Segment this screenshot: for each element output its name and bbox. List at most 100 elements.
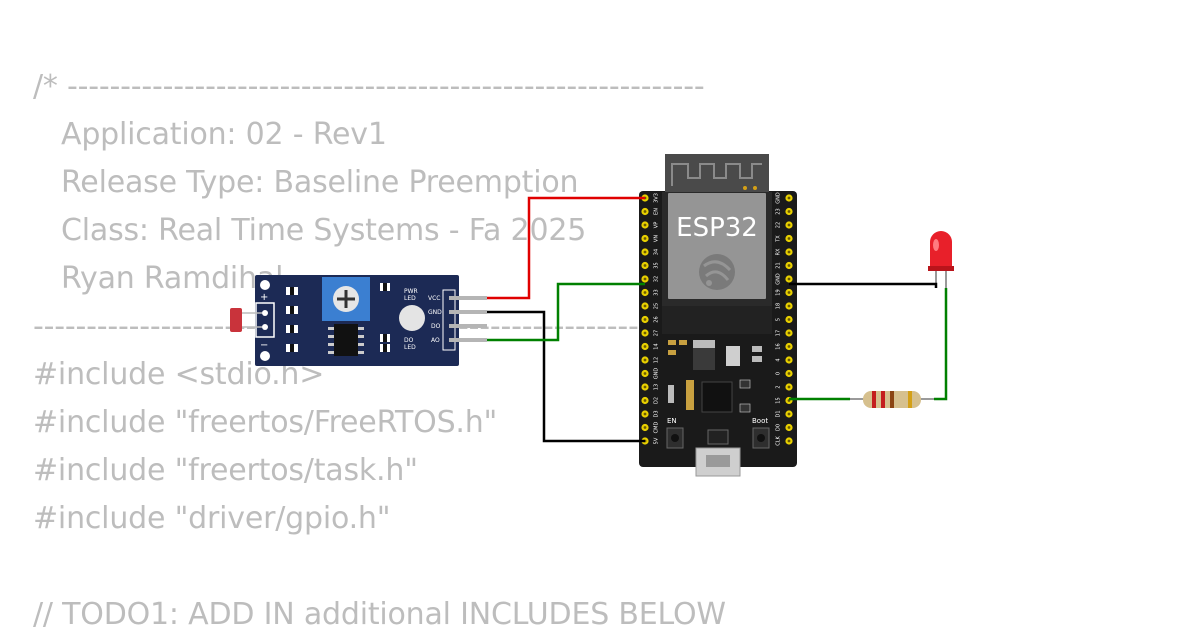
right-pin-label: 17 [776, 330, 782, 336]
code-line: #include "freertos/FreeRTOS.h" [33, 405, 498, 440]
code-line: Ryan Ramdihal [33, 261, 284, 296]
right-pin-label: GND [776, 273, 782, 285]
code-line: #include "driver/gpio.h" [33, 501, 391, 536]
sensor-pins[interactable] [449, 296, 487, 342]
right-pin-hole [787, 210, 791, 213]
left-pin-label: 14 [654, 343, 660, 349]
left-pin-label: VN [654, 235, 660, 242]
left-pin-label: GND [654, 368, 660, 380]
right-pin-label: GND [776, 192, 782, 204]
left-pin-hole [643, 223, 647, 227]
esp32-board[interactable]: ESP32 EN Boot [639, 154, 797, 477]
left-pin-hole [643, 372, 647, 375]
left-pin-label: 32 [654, 276, 660, 282]
antenna [665, 154, 769, 192]
wire-gnd-sensor [487, 310, 645, 443]
code-line: Class: Real Time Systems - Fa 2025 [33, 213, 587, 248]
right-pin-hole [787, 304, 791, 308]
left-pin-label: D2 [654, 397, 660, 404]
pwr-led-label: PWR [404, 288, 418, 295]
left-pin-hole [643, 399, 647, 402]
mounting-hole [260, 351, 270, 361]
left-pin-label: 27 [654, 330, 660, 336]
right-pin-label: 21 [776, 262, 782, 268]
right-pin-hole [787, 439, 791, 443]
micro-usb-port[interactable] [695, 429, 741, 477]
left-pin-header[interactable]: 3V3ENVPVN343532332526271412GND13D2D3CMD5… [641, 193, 660, 445]
left-pin-hole [643, 304, 647, 308]
left-pin-hole [643, 426, 647, 429]
right-pin-label: RX [776, 248, 782, 255]
pwr-led-label: LED [404, 295, 416, 302]
left-pin-hole [643, 291, 647, 294]
left-pin-hole [643, 385, 647, 389]
right-pin-label: 5 [776, 318, 782, 321]
left-pin-hole [643, 250, 647, 254]
left-pin-hole [643, 345, 647, 348]
right-pin-label: CLK [776, 436, 782, 446]
right-pin-hole [787, 250, 791, 254]
en-button-label: EN [667, 417, 677, 425]
left-pin-label: VP [654, 222, 660, 228]
pin-label-ao: AO [431, 337, 440, 344]
code-line: Application: 02 - Rev1 [33, 117, 387, 152]
code-line: #include "freertos/task.h" [33, 453, 418, 488]
wire-ao [487, 282, 645, 342]
code-line: /* -------------------------------------… [33, 69, 705, 104]
left-pin-hole [643, 412, 647, 416]
potentiometer[interactable] [322, 277, 370, 321]
right-pin-hole [787, 264, 791, 267]
right-pin-hole [787, 412, 791, 416]
light-sensor-module[interactable]: + − PWR LED DO LE [230, 275, 487, 366]
right-pin-label: 23 [776, 208, 782, 214]
right-pin-label: 0 [776, 372, 782, 375]
right-pin-hole [787, 291, 791, 294]
left-pin-hole [643, 264, 647, 267]
right-pin-label: 4 [776, 358, 782, 361]
right-pin-label: D0 [776, 424, 782, 431]
wire-vcc [487, 196, 645, 300]
wires [487, 196, 948, 443]
right-pin-label: 22 [776, 222, 782, 228]
module-led [399, 305, 425, 331]
wire-led-gnd [789, 282, 938, 288]
right-pin-hole [787, 318, 791, 321]
left-pin-hole [643, 237, 647, 240]
pin-label-gnd: GND [428, 309, 442, 316]
right-pin-hole [787, 237, 791, 240]
left-pin-label: 35 [654, 262, 660, 268]
photoresistor[interactable] [230, 302, 275, 338]
left-pin-hole [643, 331, 647, 335]
board-title: ESP32 [676, 213, 758, 243]
right-pin-hole [787, 196, 791, 200]
resistor[interactable] [850, 391, 934, 408]
do-led-label: LED [404, 344, 416, 351]
right-pin-hole [787, 358, 791, 362]
left-pin-hole [643, 277, 647, 281]
right-pin-label: TX [776, 235, 782, 243]
left-pin-label: 5V [654, 437, 660, 444]
espressif-logo-icon [699, 254, 735, 290]
right-pin-hole [787, 331, 791, 335]
code-line: // TODO1: ADD IN additional INCLUDES BEL… [33, 597, 726, 632]
red-led[interactable] [928, 231, 954, 288]
left-pin-label: 25 [654, 303, 660, 309]
esp32-module-shield [668, 193, 766, 299]
code-line: Release Type: Baseline Preemption [33, 165, 579, 200]
left-pin-label: 26 [654, 316, 660, 322]
left-pin-label: 34 [654, 249, 660, 255]
right-pin-hole [787, 385, 791, 389]
right-pin-label: 19 [776, 289, 782, 295]
right-pin-label: 15 [776, 397, 782, 403]
plus-label: + [260, 292, 268, 303]
left-pin-label: 33 [654, 289, 660, 295]
left-pin-label: 12 [654, 357, 660, 363]
right-pin-hole [787, 426, 791, 429]
left-pin-label: 3V3 [654, 193, 660, 203]
left-pin-hole [643, 358, 647, 362]
comparator-chip [328, 324, 364, 356]
mounting-hole [260, 280, 270, 290]
usb-uart-chip [701, 381, 733, 413]
right-pin-label: 2 [776, 385, 782, 388]
